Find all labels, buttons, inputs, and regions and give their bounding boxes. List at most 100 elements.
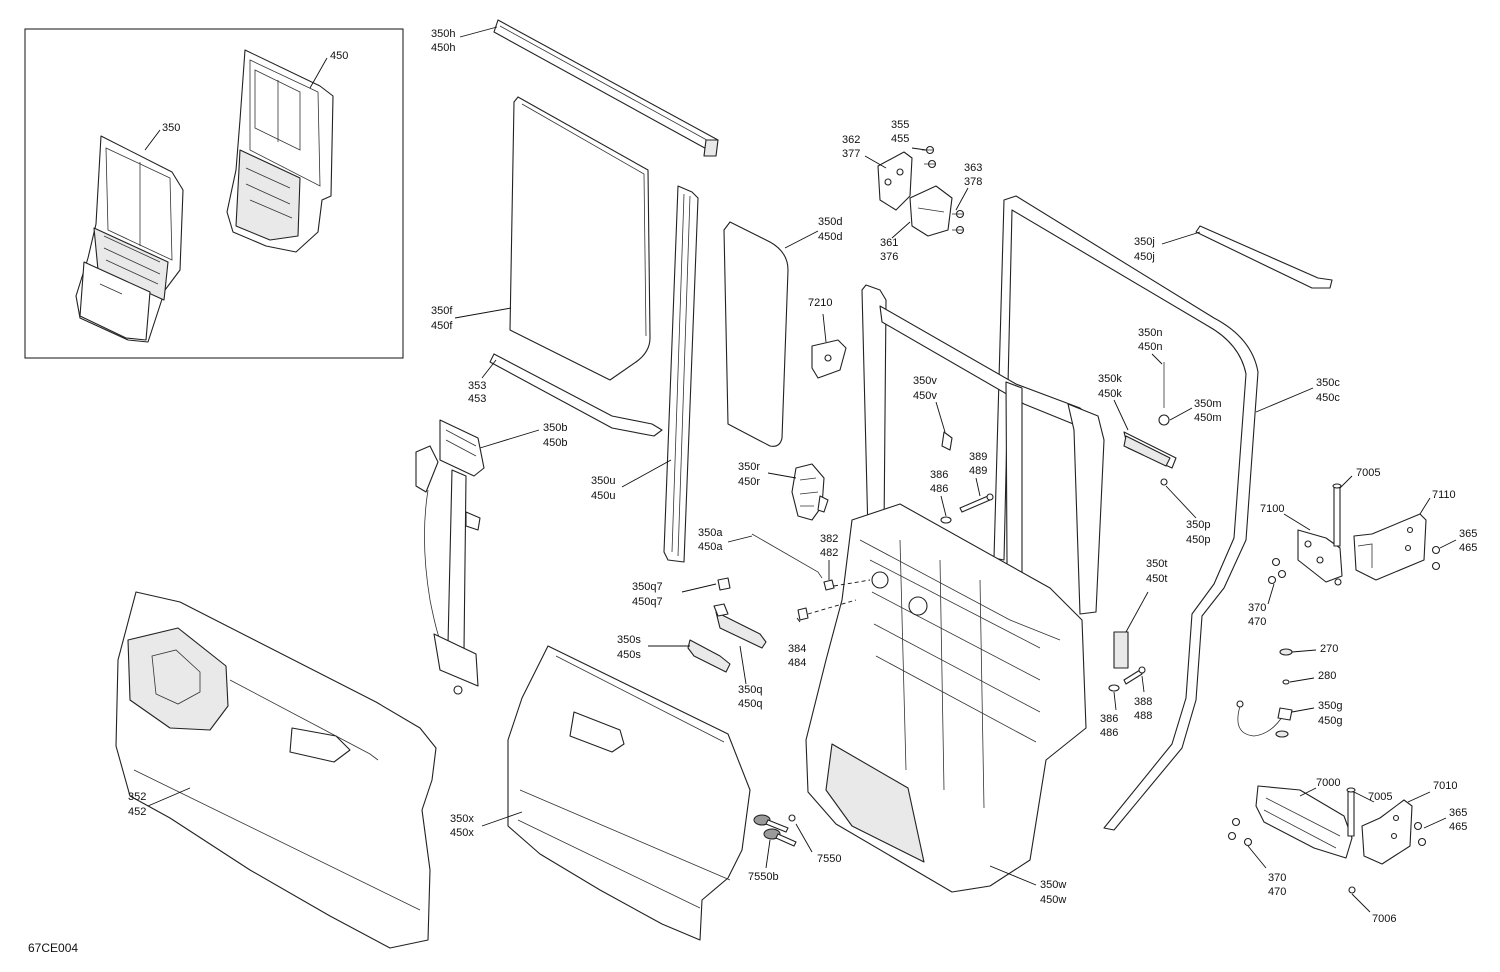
callout-7010: 7010 [1433,780,1457,792]
callout-350j: 350j [1134,236,1155,248]
callout-361: 361 [880,237,898,249]
callout-450r: 450r [738,476,760,488]
callout-350w: 350w [1040,879,1066,891]
callout-386-lower: 386 [1100,713,1118,725]
part-pin-389 [940,493,994,524]
callout-350a: 350a [698,527,723,539]
callout-350q7: 350q7 [632,581,663,593]
callout-350s: 350s [617,634,641,646]
callout-365-upper: 365 [1459,528,1477,540]
callout-7006: 7006 [1372,913,1396,925]
part-clip-384 [797,607,809,621]
callout-350m: 350m [1194,398,1222,410]
callout-7005-upper: 7005 [1356,467,1380,479]
callout-450d: 450d [818,231,842,243]
callout-350g: 350g [1318,700,1342,712]
callout-362: 362 [842,134,860,146]
callout-465-lower: 465 [1449,821,1467,833]
callout-465-upper: 465 [1459,542,1477,554]
callout-377: 377 [842,148,860,160]
inset-overview: 450 350 [24,28,404,359]
part-top-seal-350h [493,19,719,157]
callout-353: 353 [468,380,486,392]
callout-270: 270 [1320,643,1338,655]
callout-363: 363 [964,162,982,174]
callout-388: 388 [1134,696,1152,708]
callout-350n: 350n [1138,327,1162,339]
part-handle-350q7 [713,577,767,649]
callout-450t: 450t [1146,573,1167,585]
callout-453: 453 [468,393,486,405]
part-handle-350k [1123,362,1177,486]
callout-350u: 350u [591,475,615,487]
callout-7000: 7000 [1316,777,1340,789]
callout-450n: 450n [1138,341,1162,353]
callout-376: 376 [880,251,898,263]
callout-450h: 450h [431,42,455,54]
callout-365-lower: 365 [1449,807,1467,819]
part-upper-hinge [1267,483,1441,586]
callout-486-lower: 486 [1100,727,1118,739]
part-door-seal-350c [993,195,1259,831]
callout-350c: 350c [1316,377,1340,389]
callout-355: 355 [891,119,909,131]
callout-350t: 350t [1146,558,1167,570]
callout-450p: 450p [1186,534,1210,546]
callout-450j: 450j [1134,251,1155,263]
callout-450c: 450c [1316,392,1340,404]
callout-350r: 350r [738,461,760,473]
part-belt-seal-353 [489,353,663,437]
part-inner-panel-352 [115,591,437,949]
part-window-regulator-350b [415,419,485,695]
callout-486-upper: 486 [930,483,948,495]
part-handle-350s [687,639,731,673]
part-check-strap-350g [1236,648,1293,738]
callout-484: 484 [788,657,806,669]
part-fixed-glass-350d [723,221,789,447]
inset-door-350 [75,135,184,343]
callout-384: 384 [788,643,806,655]
callout-350x: 350x [450,813,474,825]
callout-7005-lower: 7005 [1368,791,1392,803]
callout-350d: 350d [818,216,842,228]
callout-370-upper: 370 [1248,602,1266,614]
part-bracket-7210 [811,339,847,379]
callout-370-lower: 370 [1268,872,1286,884]
callout-450w: 450w [1040,894,1066,906]
callout-352: 352 [128,791,146,803]
callout-382: 382 [820,533,838,545]
part-door-frame-350w [805,284,1105,893]
part-clip-382 [823,579,835,591]
callout-450f: 450f [431,320,453,332]
inset-door-450 [226,49,334,253]
callout-452: 452 [128,806,146,818]
callout-450q: 450q [738,698,762,710]
part-latch-350r [791,463,829,521]
callout-450u: 450u [591,490,615,502]
callout-350f: 350f [431,305,453,317]
callout-7550b: 7550b [748,871,779,883]
diagram-code: 67CE004 [28,941,78,955]
callout-488: 488 [1134,710,1152,722]
callout-450k: 450k [1098,388,1122,400]
callout-inset-450: 450 [330,50,348,62]
part-lower-hinge [1227,785,1427,894]
part-glass-channel-350u [663,185,699,563]
callout-489: 489 [969,465,987,477]
callout-350k: 350k [1098,373,1122,385]
callout-350q: 350q [738,684,762,696]
callout-280: 280 [1318,670,1336,682]
callout-455: 455 [891,133,909,145]
callout-378: 378 [964,176,982,188]
part-key-7550 [753,814,797,847]
part-latch-350v [941,431,953,451]
callout-470-upper: 470 [1248,616,1266,628]
callout-7210: 7210 [808,297,832,309]
callout-7100: 7100 [1260,503,1284,515]
callout-386-upper: 386 [930,469,948,481]
callout-7110: 7110 [1432,489,1456,501]
callout-450v: 450v [913,390,937,402]
part-outer-panel-350x [507,645,751,941]
callout-482: 482 [820,547,838,559]
